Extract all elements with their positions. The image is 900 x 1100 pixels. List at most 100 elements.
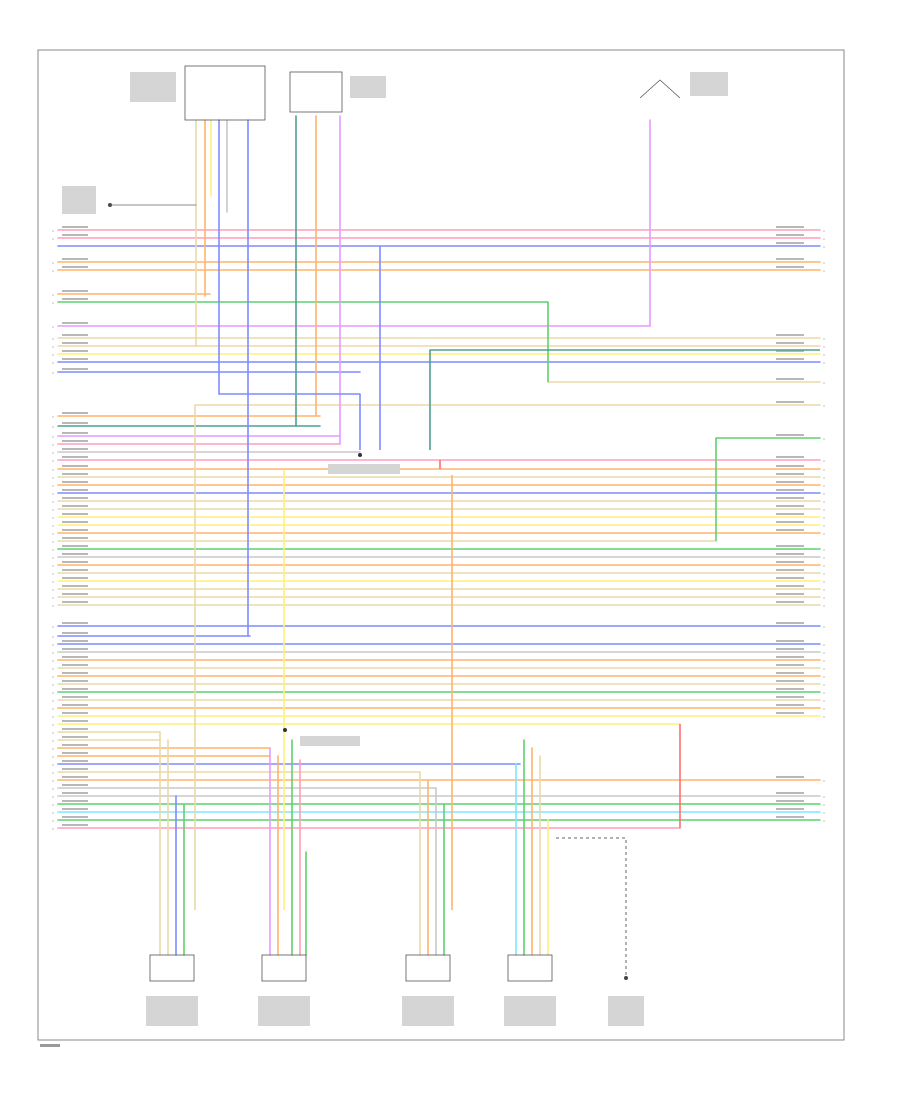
diagram-code	[40, 1044, 60, 1047]
sensor-bottom-3-box	[405, 954, 451, 982]
wire-label-left-26	[62, 489, 88, 491]
wire-label-left-20	[62, 448, 88, 450]
wire-label-left-61	[62, 784, 88, 786]
wire-label-left-27	[62, 497, 88, 499]
wire-label-left-43	[62, 640, 88, 642]
wire-label-left-63	[62, 800, 88, 802]
wire-label-right-34	[776, 553, 804, 555]
wire-label-left-6	[62, 290, 88, 292]
wire-label-right-25	[776, 481, 804, 483]
wire-label-right-39	[776, 593, 804, 595]
wire-label-right-50	[776, 696, 804, 698]
ground-lead	[556, 837, 627, 975]
sensor-bottom-3-label	[402, 996, 454, 1026]
wire-label-right-21	[776, 434, 804, 436]
wire-label-left-23	[62, 465, 88, 467]
ground-bottom-symbol	[624, 976, 628, 980]
wire-label-left-56	[62, 744, 88, 746]
wire-bundle	[52, 115, 825, 975]
wire-label-right-60	[776, 776, 804, 778]
ground-bottom-label	[608, 996, 644, 1026]
wire-label-left-28	[62, 505, 88, 507]
module-top-left-label	[130, 72, 176, 102]
wire-label-left-50	[62, 696, 88, 698]
wire-label-right-41	[776, 622, 804, 624]
wire-label-right-47	[776, 672, 804, 674]
wire-label-left-35	[62, 561, 88, 563]
wire-label-right-51	[776, 704, 804, 706]
wire-label-right-4	[776, 258, 804, 260]
wire-label-right-12	[776, 358, 804, 360]
wire-label-right-9	[776, 334, 804, 336]
wire-label-right-63	[776, 800, 804, 802]
switch-top-right-label	[690, 72, 728, 96]
wire-label-left-1	[62, 226, 88, 228]
wire-label-right-5	[776, 266, 804, 268]
wire-label-right-24	[776, 473, 804, 475]
wire-label-right-27	[776, 497, 804, 499]
wire-label-left-34	[62, 553, 88, 555]
wire-label-right-2	[776, 234, 804, 236]
wire-label-right-64	[776, 808, 804, 810]
wire-label-left-44	[62, 648, 88, 650]
wire-label-right-62	[776, 792, 804, 794]
wire-label-left-33	[62, 545, 88, 547]
wire-label-right-22	[776, 456, 804, 458]
wire-label-left-24	[62, 473, 88, 475]
wire-label-left-37	[62, 577, 88, 579]
wire-label-left-31	[62, 529, 88, 531]
wire-label-left-53	[62, 720, 88, 722]
wire-label-right-43	[776, 640, 804, 642]
wire-label-left-2	[62, 234, 88, 236]
wire-label-right-11	[776, 350, 804, 352]
splice-center-dot	[358, 453, 362, 457]
wire-label-left-55	[62, 736, 88, 738]
wire-label-left-16	[62, 412, 88, 414]
wire-label-left-57	[62, 752, 88, 754]
wire-label-left-36	[62, 569, 88, 571]
wire-label-right-23	[776, 465, 804, 467]
wire-label-right-46	[776, 664, 804, 666]
component-group	[40, 65, 728, 1047]
wire-label-right-31	[776, 529, 804, 531]
wire-label-right-33	[776, 545, 804, 547]
wire-label-left-59	[62, 768, 88, 770]
wire-label-left-30	[62, 521, 88, 523]
splice-center-label	[328, 464, 400, 474]
wire-label-left-46	[62, 664, 88, 666]
wire-label-right-26	[776, 489, 804, 491]
wire-label-right-29	[776, 513, 804, 515]
wire-label-right-28	[776, 505, 804, 507]
sensor-bottom-4-box	[507, 954, 553, 982]
wire-label-right-65	[776, 816, 804, 818]
wire-label-left-65	[62, 816, 88, 818]
wire-label-left-48	[62, 680, 88, 682]
routed-wire-teal-1	[429, 349, 820, 450]
sensor-bottom-1-label	[146, 996, 198, 1026]
wire-label-right-35	[776, 561, 804, 563]
wire-label-right-48	[776, 680, 804, 682]
sensor-top-center-label	[350, 76, 386, 98]
wire-label-left-19	[62, 440, 88, 442]
diagram-frame	[37, 49, 845, 1041]
wire-label-left-39	[62, 593, 88, 595]
wire-label-right-52	[776, 712, 804, 714]
wire-label-left-4	[62, 258, 88, 260]
wire-label-left-9	[62, 334, 88, 336]
wire-label-right-30	[776, 521, 804, 523]
wire-label-left-62	[62, 792, 88, 794]
wire-label-left-58	[62, 760, 88, 762]
wire-label-left-40	[62, 601, 88, 603]
switch-top-right-symbol	[639, 79, 681, 99]
wire-label-left-47	[62, 672, 88, 674]
wire-label-right-36	[776, 569, 804, 571]
wire-label-left-32	[62, 537, 88, 539]
splice-lower-label	[300, 736, 360, 746]
sensor-bottom-1-box	[149, 954, 195, 982]
module-top-left-box	[184, 65, 266, 121]
wire-label-left-60	[62, 776, 88, 778]
wire-label-right-15	[776, 401, 804, 403]
wire-label-right-14	[776, 378, 804, 380]
wire-label-right-1	[776, 226, 804, 228]
sensor-bottom-4-label	[504, 996, 556, 1026]
